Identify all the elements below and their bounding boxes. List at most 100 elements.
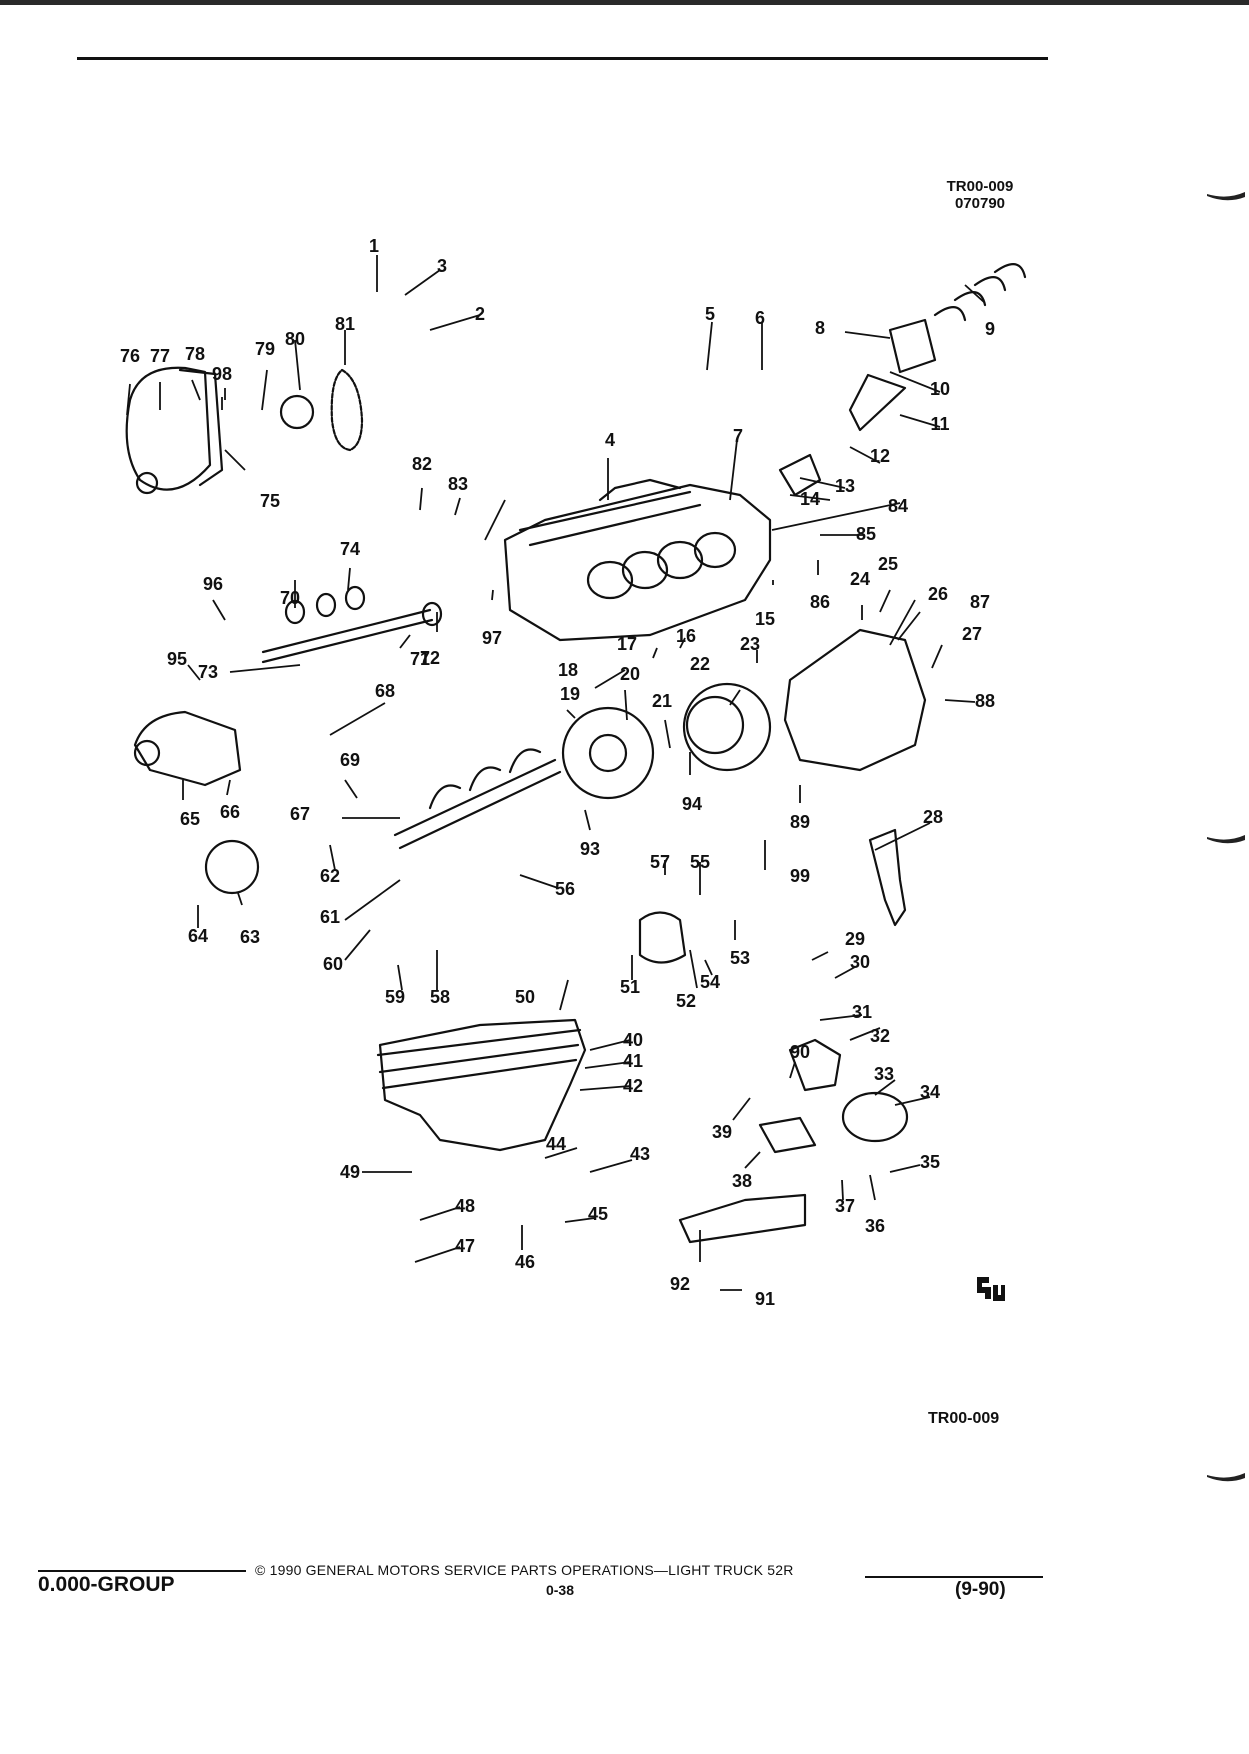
callout-number-46: 46 [515,1252,535,1272]
callout-number-92: 92 [670,1274,690,1294]
callout-number-78: 78 [185,344,205,364]
callout-leader-line [584,1061,631,1069]
callout-leader-line [212,599,226,621]
callout-number-75: 75 [260,491,280,511]
figure-code-top: TR00-009 070790 [935,178,1025,212]
cylinder-bore [693,531,737,569]
callout-number-28: 28 [923,807,943,827]
callout-number-21: 21 [652,691,672,711]
callout-number-79: 79 [255,339,275,359]
callout-leader-line [544,1147,578,1159]
callout-number-89: 89 [790,812,810,832]
callout-leader-line [484,499,506,541]
callout-number-99: 99 [790,866,810,886]
cam-bearing [421,601,443,627]
cam-bearing [315,592,337,618]
callout-number-20: 20 [620,664,640,684]
callout-number-88: 88 [975,691,995,711]
callout-number-7: 7 [733,426,743,446]
callout-number-26: 26 [928,584,948,604]
footer-group-label: 0.000-GROUP [38,1573,175,1596]
callout-leader-line [261,369,268,411]
callout-number-49: 49 [340,1162,360,1182]
callout-number-57: 57 [650,852,670,872]
callout-leader-line [624,689,628,721]
callout-leader-line [589,1159,633,1173]
callout-leader-line [344,929,371,961]
callout-number-24: 24 [850,569,870,589]
callout-leader-line [889,1164,921,1173]
callout-leader-line [819,1014,863,1021]
callout-number-77: 77 [150,346,170,366]
callout-leader-line [584,809,591,831]
callout-leader-line [799,477,846,489]
callout-leader-line [874,822,931,851]
flywheel-inner [588,733,628,773]
callout-number-14: 14 [800,489,820,509]
cylinder-bore [621,550,669,590]
callout-number-82: 82 [412,454,432,474]
bell-housing [783,628,927,772]
callout-number-72: 72 [420,648,440,668]
callout-number-29: 29 [845,929,865,949]
callout-number-4: 4 [605,430,615,450]
timing-cover-gasket [178,368,224,487]
callout-leader-line [834,966,856,979]
callout-number-94: 94 [682,794,702,814]
oil-pump-drive-gear [204,839,260,895]
callout-number-36: 36 [865,1216,885,1236]
callout-leader-line [237,892,243,906]
piston-rings [933,263,1027,322]
callout-number-45: 45 [588,1204,608,1224]
callout-number-5: 5 [705,304,715,324]
figure-date-code: 070790 [954,195,1006,212]
water-pump-pulley-hub [133,739,161,767]
cylinder-bore [656,540,704,580]
callout-number-62: 62 [320,866,340,886]
callout-number-60: 60 [323,954,343,974]
callout-leader-line [397,964,403,991]
callout-number-52: 52 [676,991,696,1011]
callout-leader-line [226,779,231,796]
callout-leader-line [849,446,881,464]
callout-number-97: 97 [482,628,502,648]
callout-leader-line [187,664,201,681]
callout-number-22: 22 [690,654,710,674]
callout-number-71: 71 [410,649,430,669]
footer-rule-left [38,1570,246,1572]
oil-pan-flange [376,1028,582,1090]
callout-leader-line [789,494,831,501]
callout-number-67: 67 [290,804,310,824]
callout-number-53: 53 [730,948,750,968]
callout-number-98: 98 [212,364,232,384]
callout-number-76: 76 [120,346,140,366]
callout-leader-line [729,689,741,706]
callout-number-17: 17 [617,634,637,654]
callout-leader-line [399,634,411,649]
callout-leader-line [729,439,738,501]
binder-tab-mark [1207,1473,1245,1482]
oil-pan [378,1018,587,1152]
callout-number-1: 1 [369,236,379,256]
callout-leader-line [347,567,351,591]
timing-cover [125,366,212,491]
rod-bearing-cap [778,453,822,497]
gm-spo-logo-icon [975,1273,1005,1303]
callout-number-41: 41 [623,1051,643,1071]
cam-bearing [344,585,366,611]
callout-leader-line [224,449,246,471]
callout-leader-line [689,949,698,989]
callout-number-11: 11 [930,414,949,434]
callout-leader-line [664,719,671,749]
callout-leader-line [964,284,986,304]
callout-number-6: 6 [755,308,765,328]
water-pump [133,710,242,787]
callout-number-47: 47 [455,1236,475,1256]
callout-leader-line [566,709,576,719]
callout-leader-line [126,383,131,416]
timing-cover-seal [135,471,159,495]
callout-leader-line [899,414,941,428]
callout-number-95: 95 [167,649,187,669]
callout-number-12: 12 [870,446,890,466]
